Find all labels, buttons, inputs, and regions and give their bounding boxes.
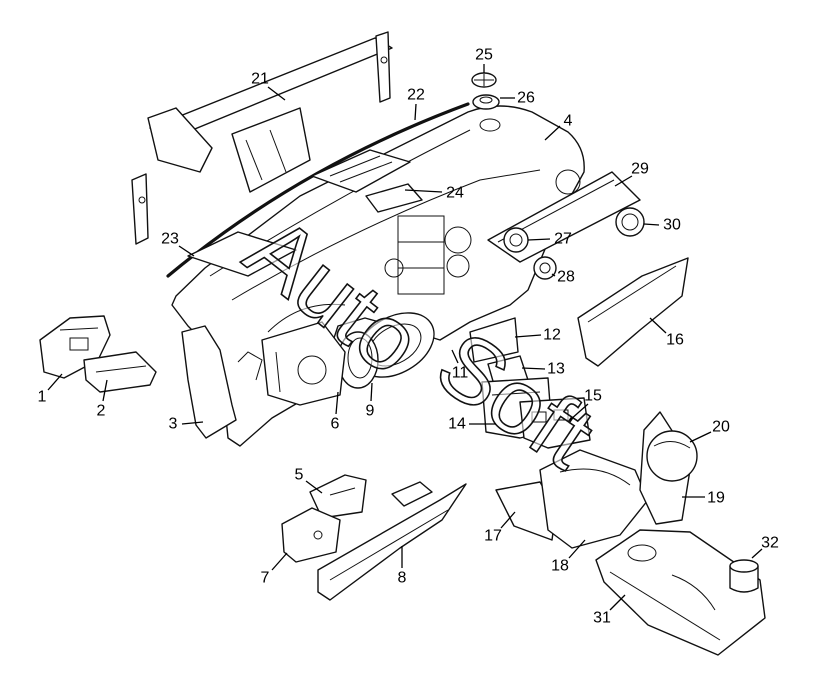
callout-28: 28 (551, 269, 575, 286)
callout-8: 8 (398, 546, 407, 587)
svg-text:18: 18 (551, 558, 569, 575)
svg-text:28: 28 (557, 269, 575, 286)
svg-text:4: 4 (564, 113, 573, 130)
svg-text:26: 26 (517, 90, 535, 107)
callout-18: 18 (551, 539, 586, 575)
callout-15: 15 (569, 388, 602, 421)
part-15-switch-panel (519, 397, 591, 449)
callout-30: 30 (643, 217, 681, 234)
svg-text:1: 1 (38, 389, 47, 406)
callout-19: 19 (682, 490, 725, 507)
svg-text:25: 25 (475, 47, 493, 64)
part-12-bracket (469, 317, 519, 363)
svg-text:13: 13 (547, 361, 565, 378)
svg-text:32: 32 (761, 535, 779, 552)
callout-1: 1 (38, 373, 63, 406)
svg-text:16: 16 (666, 332, 684, 349)
svg-text:14: 14 (448, 416, 466, 433)
part-32-cup-holder (729, 559, 759, 593)
callout-24: 24 (404, 185, 464, 202)
part-23-upper-panel (187, 231, 297, 277)
part-18-console (539, 449, 649, 549)
callouts: 1 2 3 4 5 6 7 8 9 11 12 13 14 15 16 17 1… (38, 47, 779, 627)
svg-text:2: 2 (97, 403, 106, 420)
svg-text:22: 22 (407, 87, 425, 104)
svg-text:29: 29 (631, 161, 649, 178)
callout-22: 22 (407, 87, 425, 121)
callout-26: 26 (500, 90, 535, 107)
part-6-side-panel (261, 321, 346, 406)
callout-3: 3 (169, 416, 204, 433)
part-26-sensor (472, 94, 500, 110)
part-8-lower-panel (317, 481, 467, 601)
svg-text:30: 30 (663, 217, 681, 234)
callout-20: 20 (689, 419, 730, 443)
callout-31: 31 (593, 594, 626, 627)
svg-text:9: 9 (366, 403, 375, 420)
svg-text:24: 24 (446, 185, 464, 202)
svg-text:15: 15 (584, 388, 602, 405)
callout-29: 29 (614, 161, 649, 187)
part-25-cap (471, 72, 497, 88)
callout-14: 14 (448, 416, 496, 433)
callout-5: 5 (295, 467, 323, 494)
callout-12: 12 (514, 327, 561, 344)
part-31-rear-console (595, 529, 766, 656)
svg-text:17: 17 (484, 528, 502, 545)
callout-2: 2 (97, 379, 108, 420)
part-7-bracket (281, 507, 341, 563)
callout-23: 23 (161, 231, 195, 257)
svg-text:7: 7 (261, 570, 270, 587)
callout-21: 21 (251, 71, 286, 101)
svg-text:20: 20 (712, 419, 730, 436)
callout-25: 25 (475, 47, 493, 73)
part-2-switch (83, 351, 157, 393)
svg-text:31: 31 (593, 610, 611, 627)
callout-11: 11 (451, 349, 469, 382)
part-30-knob (615, 207, 645, 237)
svg-text:5: 5 (295, 467, 304, 484)
part-9-cluster-ring (337, 331, 379, 389)
svg-text:8: 8 (398, 570, 407, 587)
svg-text:6: 6 (331, 416, 340, 433)
svg-text:23: 23 (161, 231, 179, 248)
svg-text:27: 27 (554, 231, 572, 248)
callout-27: 27 (527, 231, 572, 248)
part-20-shift-knob (646, 430, 698, 482)
callout-7: 7 (261, 552, 288, 587)
callout-16: 16 (649, 317, 684, 349)
svg-text:21: 21 (251, 71, 269, 88)
callout-9: 9 (366, 382, 375, 420)
svg-text:19: 19 (707, 490, 725, 507)
callout-32: 32 (751, 535, 779, 559)
callout-4: 4 (544, 113, 573, 141)
svg-text:12: 12 (543, 327, 561, 344)
callout-6: 6 (331, 391, 340, 433)
part-27-knob (503, 227, 529, 253)
svg-text:11: 11 (452, 365, 469, 382)
callout-17: 17 (484, 511, 516, 545)
callout-13: 13 (521, 361, 565, 378)
part-16-glovebox-door (577, 257, 689, 367)
svg-text:3: 3 (169, 416, 178, 433)
part-3-side-trim (181, 325, 237, 439)
part-24-defroster-vent (311, 149, 423, 213)
part-28-knob (533, 256, 557, 280)
